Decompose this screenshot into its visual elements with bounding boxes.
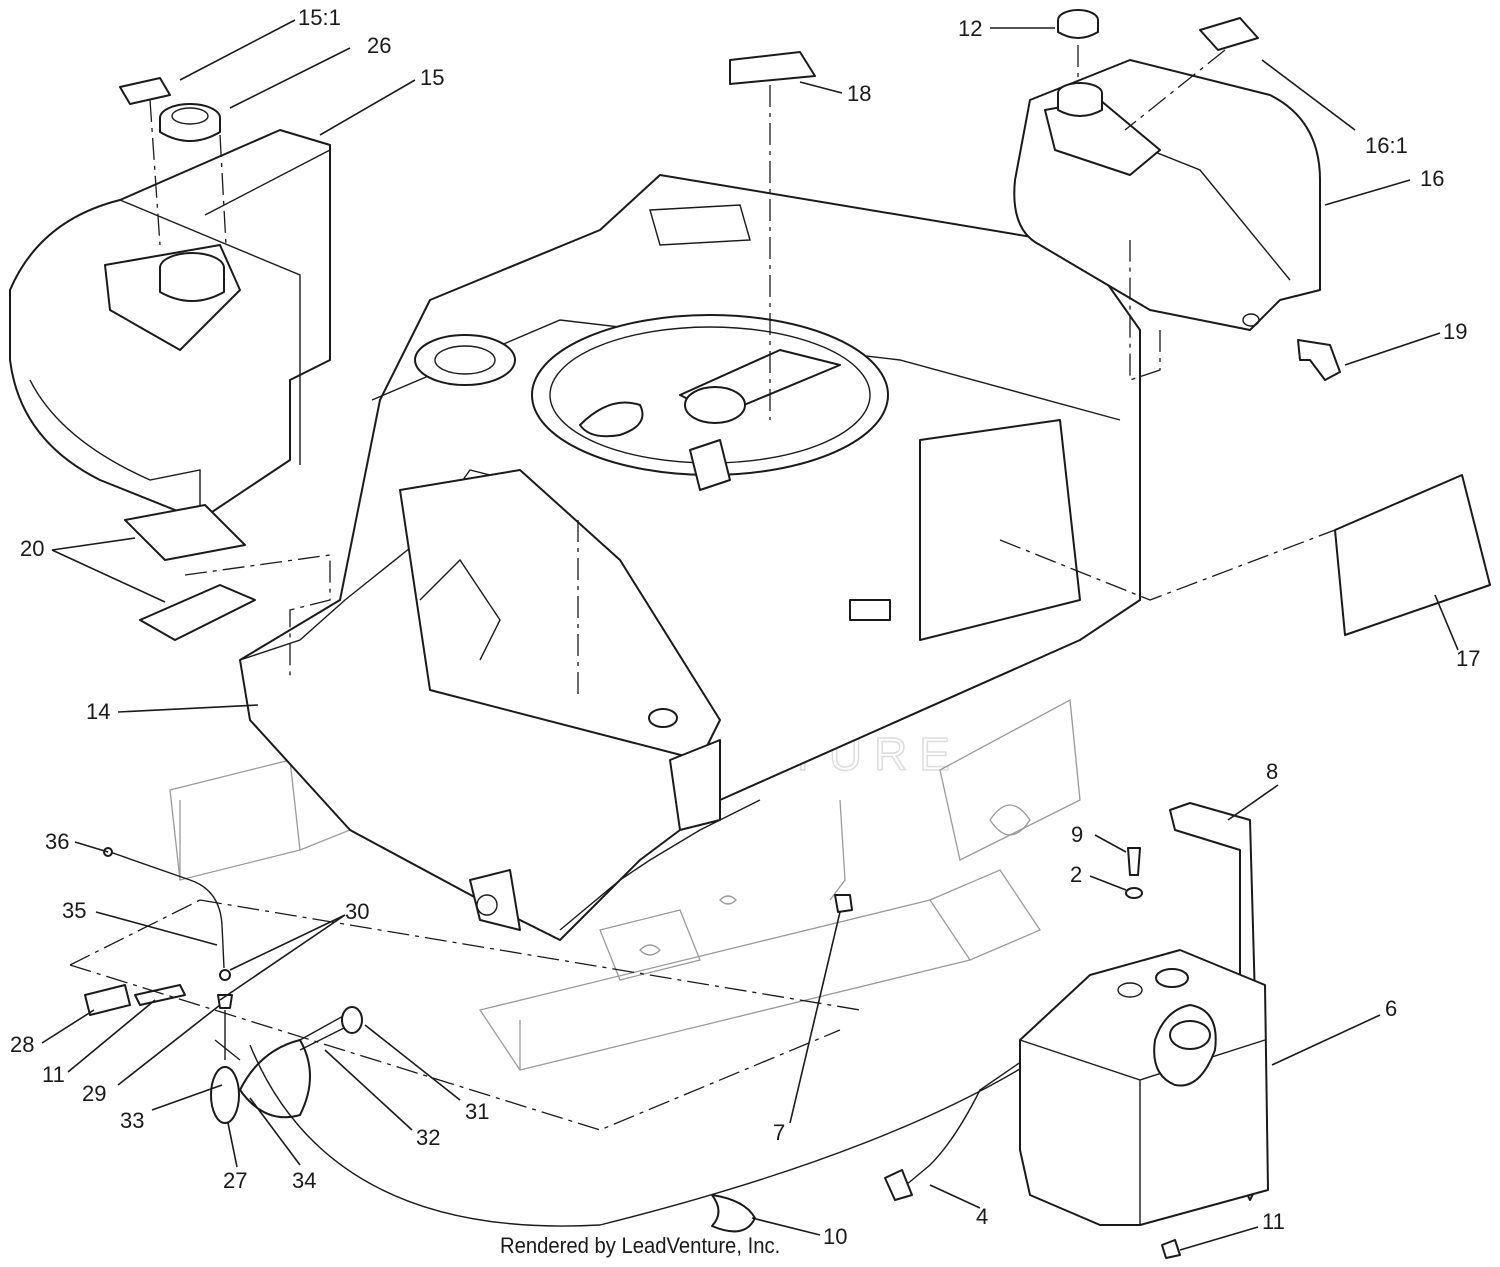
callout-labels: 15:1 26 15 18 12 16:1 16 19 17 20 14 36 … (10, 5, 1480, 1249)
callout-15: 15 (420, 65, 444, 90)
top-decal-18 (729, 51, 816, 85)
callout-11a: 11 (42, 1062, 65, 1087)
right-tank-cap-12 (1057, 9, 1099, 39)
clip-10 (711, 1194, 756, 1233)
render-credit: Rendered by LeadVenture, Inc. (500, 1233, 781, 1258)
right-fuel-tank-16 (1013, 59, 1321, 331)
callout-32: 32 (416, 1125, 440, 1150)
clip-7 (834, 894, 853, 913)
callout-leaders (41, 19, 1459, 1251)
callout-4: 4 (976, 1204, 988, 1229)
washer-2 (1125, 887, 1143, 899)
callout-15-1: 15:1 (298, 5, 341, 30)
screw-11b (1161, 1239, 1181, 1259)
callout-11b: 11 (1262, 1209, 1285, 1234)
callout-16: 16 (1420, 166, 1444, 191)
fuel-line-assembly (84, 847, 1141, 1227)
callout-29: 29 (82, 1081, 106, 1106)
callout-31: 31 (465, 1099, 489, 1124)
chassis-frame-ghost (169, 698, 1081, 1071)
callout-8: 8 (1266, 759, 1278, 784)
callout-18: 18 (847, 81, 871, 106)
decals-20 (124, 504, 256, 641)
callout-35: 35 (62, 898, 86, 923)
callout-9: 9 (1071, 822, 1083, 847)
callout-10: 10 (823, 1224, 847, 1249)
callout-27: 27 (223, 1168, 247, 1193)
callout-17: 17 (1456, 646, 1480, 671)
fitting-19 (1297, 339, 1341, 381)
side-decal-17 (1334, 474, 1491, 636)
callout-28: 28 (10, 1032, 34, 1057)
callout-26: 26 (367, 33, 391, 58)
left-tank-decal-15-1 (119, 77, 171, 105)
callout-2: 2 (1070, 862, 1082, 887)
callout-12: 12 (958, 16, 982, 41)
callout-36: 36 (45, 829, 69, 854)
callout-19: 19 (1443, 319, 1467, 344)
callout-14: 14 (86, 699, 110, 724)
callout-30: 30 (345, 899, 369, 924)
callout-20: 20 (20, 536, 44, 561)
callout-33: 33 (120, 1108, 144, 1133)
body-shell-14 (239, 174, 1141, 941)
left-fuel-tank-15 (9, 129, 331, 521)
right-tank-decal-16-1 (1199, 17, 1259, 51)
lower-fuel-tank-6 (1019, 949, 1269, 1226)
left-tank-cap-26 (159, 103, 221, 142)
callout-7: 7 (773, 1120, 785, 1145)
callout-16-1: 16:1 (1365, 133, 1408, 158)
callout-34: 34 (292, 1168, 316, 1193)
callout-6: 6 (1385, 996, 1397, 1021)
bolt-9 (1127, 847, 1141, 876)
